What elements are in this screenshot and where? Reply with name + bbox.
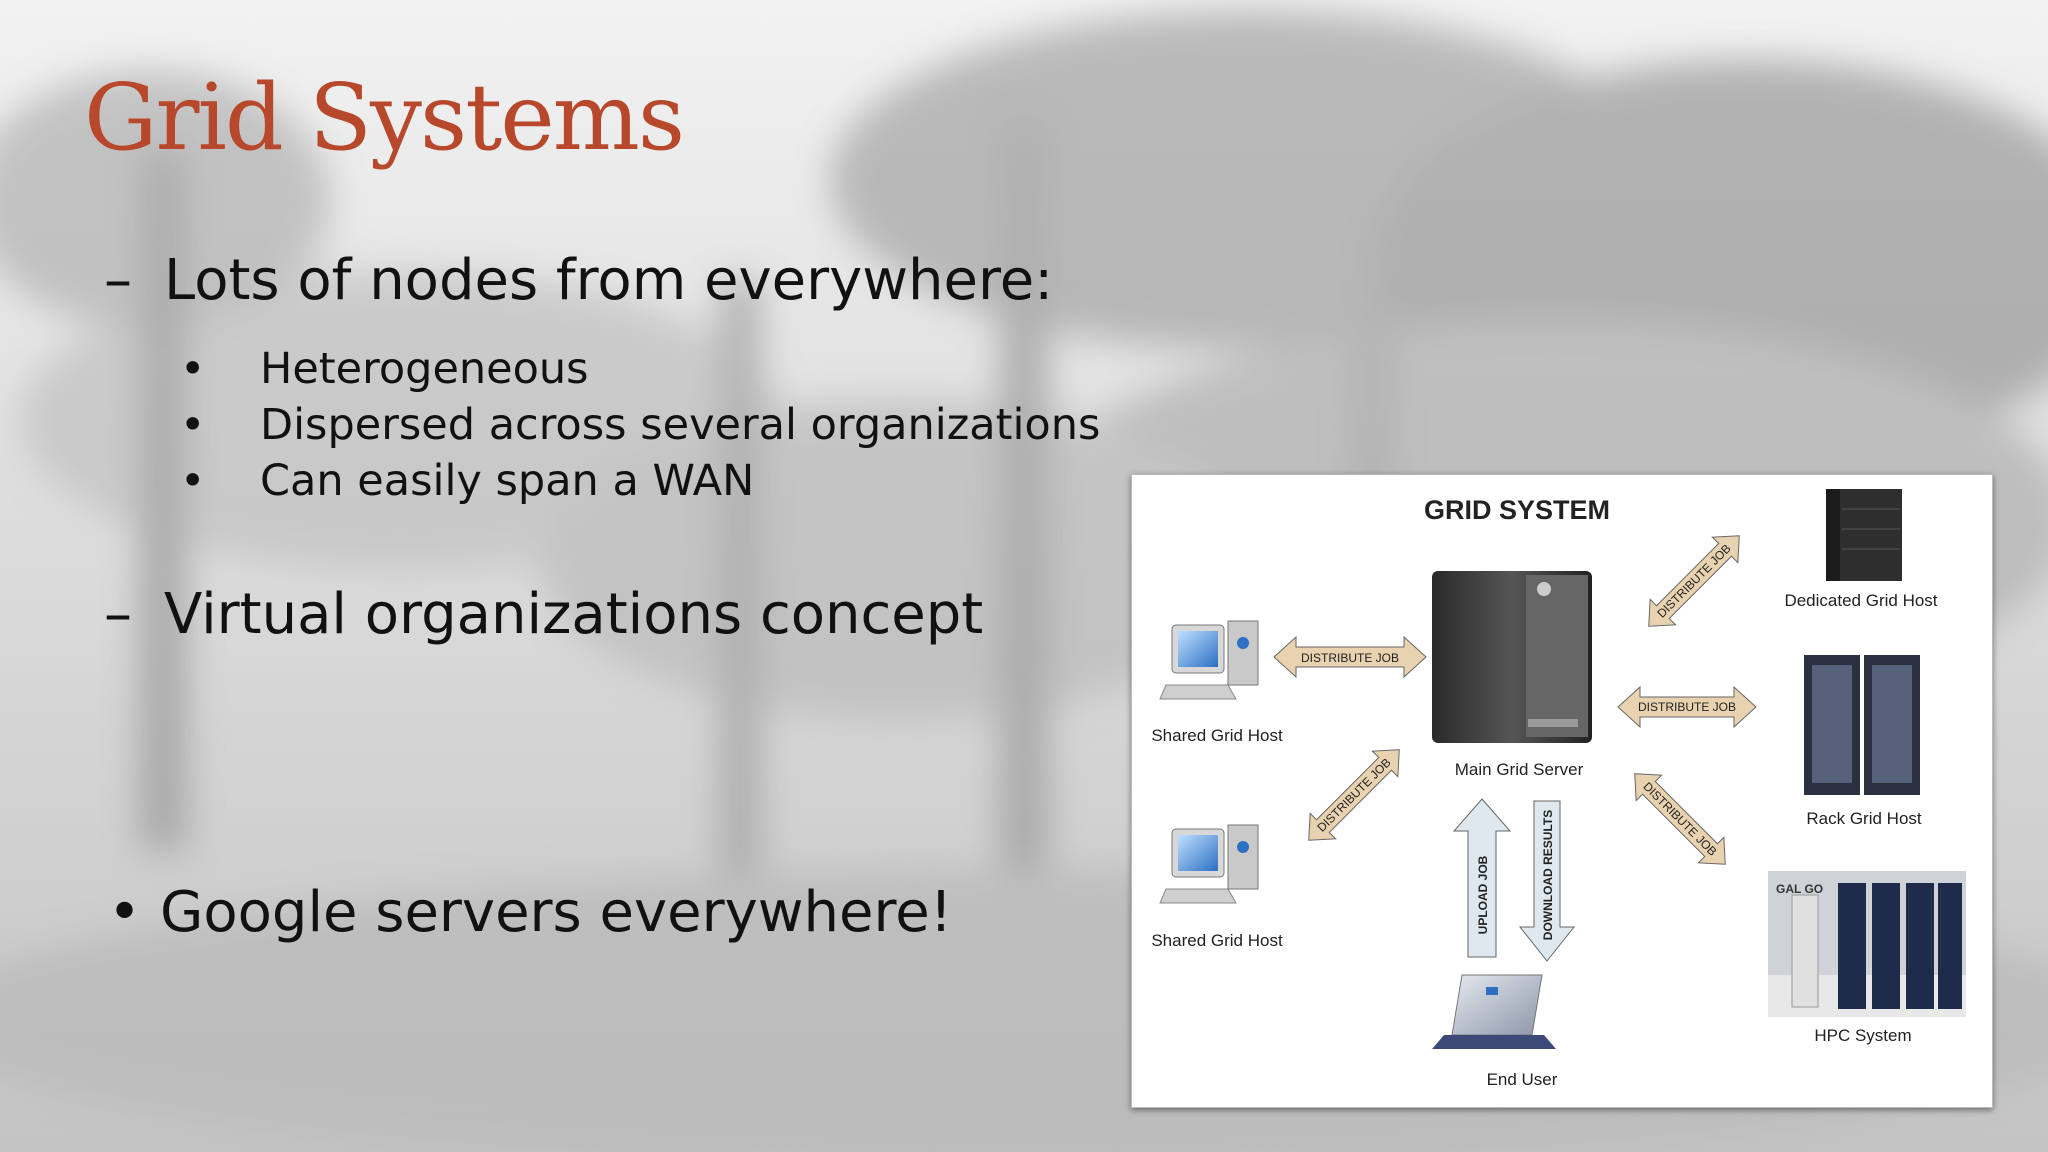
shared-host-icon	[1159, 824, 1259, 904]
distribute-job-arrow: DISTRIBUTE JOB	[1308, 749, 1400, 841]
hpc-system-icon: GAL GO	[1768, 871, 1966, 1017]
distribute-job-arrow: DISTRIBUTE JOB	[1648, 535, 1740, 627]
sub-bullet-marker: •	[180, 400, 206, 450]
bullet-marker: •	[108, 880, 142, 945]
download-results-arrow: DOWNLOAD RESULTS	[1518, 800, 1576, 962]
diagram-title: GRID SYSTEM	[1424, 495, 1610, 525]
arrow-label: DISTRIBUTE JOB	[1640, 779, 1719, 858]
sub-bullet-marker: •	[180, 344, 206, 394]
main-server-label: Main Grid Server	[1455, 760, 1584, 779]
rack-host-label: Rack Grid Host	[1806, 809, 1922, 828]
end-user-laptop-icon	[1432, 974, 1556, 1049]
sub-bullet-text: Dispersed across several organizations	[260, 400, 1101, 450]
distribute-job-arrow: DISTRIBUTE JOB	[1273, 635, 1427, 679]
shared-host-label: Shared Grid Host	[1151, 931, 1283, 950]
end-user-label: End User	[1487, 1070, 1558, 1089]
slide-title: Grid Systems	[84, 64, 685, 171]
bullet-marker: –	[104, 582, 132, 647]
shared-host-label: Shared Grid Host	[1151, 726, 1283, 745]
rack-host-icon	[1804, 655, 1920, 795]
distribute-job-arrow: DISTRIBUTE JOB	[1634, 773, 1726, 865]
arrow-label: DOWNLOAD RESULTS	[1541, 810, 1555, 940]
arrow-label: DISTRIBUTE JOB	[1638, 700, 1736, 714]
arrow-label: DISTRIBUTE JOB	[1654, 541, 1733, 620]
shared-host-icon	[1159, 620, 1259, 700]
bullet-marker: –	[104, 248, 132, 313]
bullet-text: Lots of nodes from everywhere:	[164, 248, 1054, 313]
upload-job-arrow: UPLOAD JOB	[1452, 798, 1512, 958]
arrow-label: DISTRIBUTE JOB	[1314, 755, 1393, 834]
grid-system-diagram: GRID SYSTEM Main Grid Server Shared Grid…	[1131, 474, 1993, 1108]
distribute-job-arrow: DISTRIBUTE JOB	[1617, 685, 1757, 729]
hpc-system-label: HPC System	[1814, 1026, 1911, 1045]
sub-bullet-text: Heterogeneous	[260, 344, 589, 394]
dedicated-host-icon	[1826, 489, 1902, 581]
main-server-icon	[1432, 571, 1592, 743]
bullet-text: Virtual organizations concept	[164, 582, 984, 647]
sub-bullet-marker: •	[180, 456, 206, 506]
arrow-label: UPLOAD JOB	[1476, 855, 1490, 934]
hpc-sign: GAL GO	[1776, 882, 1823, 896]
dedicated-host-label: Dedicated Grid Host	[1784, 591, 1937, 610]
sub-bullet-text: Can easily span a WAN	[260, 456, 755, 506]
bullet-text: Google servers everywhere!	[160, 880, 953, 945]
arrow-label: DISTRIBUTE JOB	[1301, 651, 1399, 665]
